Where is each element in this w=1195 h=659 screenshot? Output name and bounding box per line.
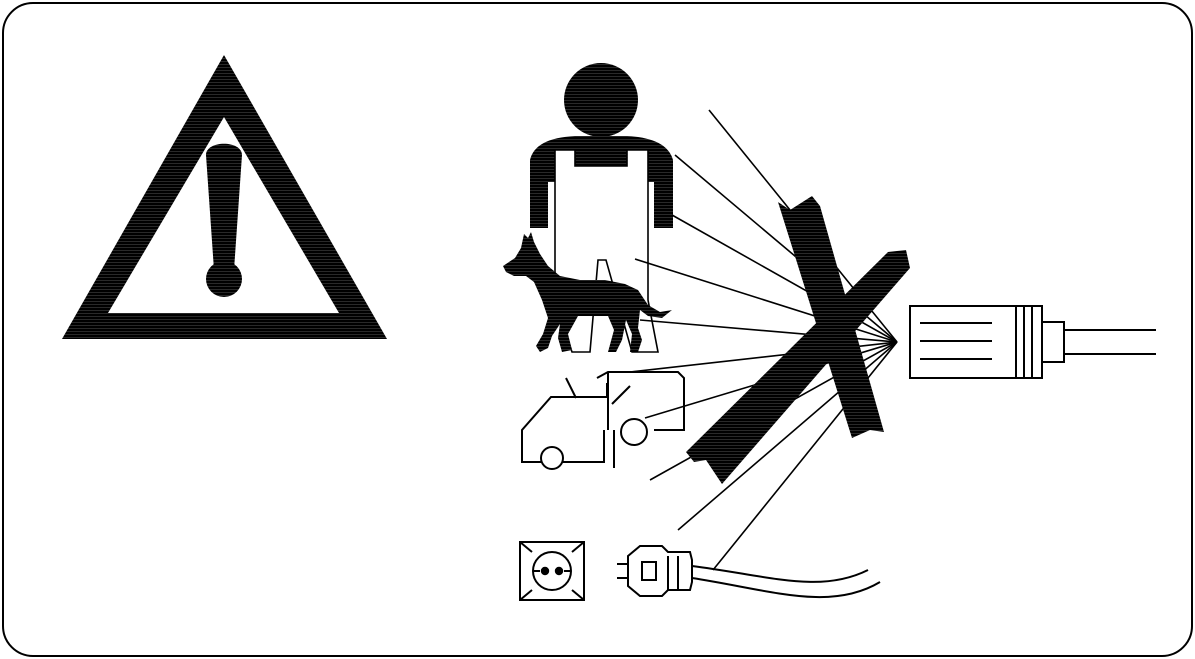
warning-sign <box>0 0 1195 659</box>
